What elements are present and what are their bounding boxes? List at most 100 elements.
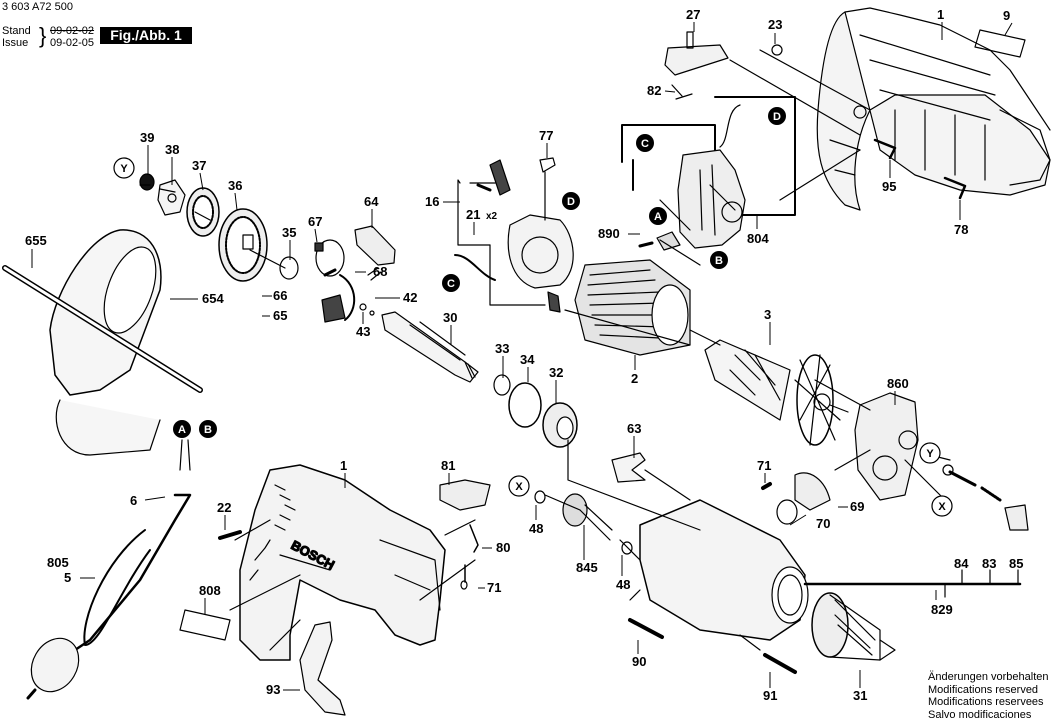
connector-b-cord: B bbox=[199, 420, 217, 438]
switching-ring-66 bbox=[314, 239, 345, 277]
gear-37 bbox=[186, 187, 220, 237]
gear-housing-front bbox=[639, 499, 809, 641]
connector-d-top: D bbox=[768, 107, 786, 125]
part-label: 36 bbox=[228, 178, 242, 193]
svg-text:C: C bbox=[641, 138, 649, 150]
ball-43 bbox=[359, 303, 367, 311]
part-label: 82 bbox=[647, 83, 661, 98]
part-label: 16 bbox=[425, 194, 439, 209]
drill-chuck-31 bbox=[811, 592, 896, 661]
housing-half-bottom bbox=[239, 464, 446, 661]
part-label: 63 bbox=[627, 421, 641, 436]
pin-71 bbox=[761, 482, 772, 490]
part-label: 35 bbox=[282, 225, 296, 240]
part-label: 95 bbox=[882, 179, 896, 194]
issue-label: Issue bbox=[2, 37, 29, 49]
brace-icon: } bbox=[39, 23, 47, 48]
part-label: 860 bbox=[887, 376, 909, 391]
gear-845 bbox=[562, 493, 613, 541]
connector-x-right bbox=[931, 495, 953, 517]
connector-x-left bbox=[508, 475, 530, 497]
housing-half-top bbox=[816, 7, 1051, 211]
part-label: 83 bbox=[982, 556, 996, 571]
modifications-notice: Änderungen vorbehalten Modifications res… bbox=[928, 671, 1048, 721]
connector-c-top: C bbox=[636, 134, 654, 152]
switch-804 bbox=[677, 104, 746, 249]
part-label: 890 bbox=[598, 226, 620, 241]
switch-lever-27 bbox=[664, 31, 729, 100]
part-label: 77 bbox=[539, 128, 553, 143]
spring-83 bbox=[980, 486, 1002, 502]
connector-y-top bbox=[113, 157, 135, 179]
part-label: 2 bbox=[631, 371, 638, 386]
part-label: 33 bbox=[495, 341, 509, 356]
label-plate-9 bbox=[974, 29, 1026, 58]
part-label: 65 bbox=[273, 308, 287, 323]
bracket-93 bbox=[299, 621, 346, 716]
gear-36 bbox=[218, 208, 268, 282]
part-label: 90 bbox=[632, 654, 646, 669]
connector-x-left-letter: X bbox=[515, 481, 523, 493]
notice-line: Änderungen vorbehalten bbox=[928, 671, 1049, 683]
part-label: 3 bbox=[764, 307, 771, 322]
connector-x-right-letter: X bbox=[938, 501, 946, 513]
part-label: 27 bbox=[686, 7, 700, 22]
part-label: 34 bbox=[520, 352, 535, 367]
cover-69 bbox=[794, 472, 831, 511]
part-label: 829 bbox=[931, 602, 953, 617]
part-label: 71 bbox=[757, 458, 771, 473]
stand-label: Stand bbox=[2, 25, 31, 37]
screw-90 bbox=[628, 618, 664, 639]
connector-a-cord: A bbox=[173, 420, 191, 438]
part-label: 71 bbox=[487, 580, 501, 595]
part-label: 39 bbox=[140, 130, 154, 145]
part-label: 78 bbox=[954, 222, 968, 237]
old-date: 09-02-02 bbox=[50, 25, 95, 37]
part-label: 70 bbox=[816, 516, 830, 531]
bearing-32 bbox=[542, 402, 578, 448]
hex-key-95 bbox=[873, 138, 897, 160]
button-85 bbox=[1004, 504, 1029, 531]
part-label: 80 bbox=[496, 540, 510, 555]
wire-c bbox=[454, 254, 496, 281]
part-label: 22 bbox=[217, 500, 231, 515]
hex-key-78 bbox=[943, 176, 967, 200]
svg-text:B: B bbox=[715, 255, 723, 267]
clip-63 bbox=[611, 452, 646, 483]
connector-y-top-letter: Y bbox=[120, 163, 128, 175]
auxiliary-handle-654 bbox=[49, 229, 162, 456]
brush-holder-16 bbox=[489, 157, 574, 313]
part-label: 845 bbox=[576, 560, 598, 575]
part-label: 808 bbox=[199, 583, 221, 598]
part-label: 655 bbox=[25, 233, 47, 248]
part-label: 31 bbox=[853, 688, 867, 703]
brush-plate-64 bbox=[354, 225, 396, 266]
connector-y-right-letter: Y bbox=[926, 448, 934, 460]
connector-a-top: A bbox=[649, 207, 667, 225]
part-label: 84 bbox=[954, 556, 969, 571]
retaining-ring-34 bbox=[508, 382, 542, 428]
o-ring-23 bbox=[771, 44, 783, 56]
spring-68 bbox=[367, 267, 382, 281]
svg-text:A: A bbox=[178, 424, 186, 436]
part-label: 69 bbox=[850, 499, 864, 514]
part-label: 43 bbox=[356, 324, 370, 339]
nut-38 bbox=[157, 179, 186, 216]
connector-c-mid: C bbox=[442, 274, 460, 292]
selector-65 bbox=[321, 274, 356, 323]
part-label: 5 bbox=[64, 570, 71, 585]
part-label: 30 bbox=[443, 310, 457, 325]
part-label: 85 bbox=[1009, 556, 1023, 571]
notice-line: Salvo modificaciones bbox=[928, 708, 1032, 721]
part-label: 32 bbox=[549, 365, 563, 380]
part-label: 23 bbox=[768, 17, 782, 32]
connector-d-mid: D bbox=[562, 192, 580, 210]
part-label: 48 bbox=[529, 521, 543, 536]
svg-text:D: D bbox=[773, 111, 781, 123]
svg-text:A: A bbox=[654, 211, 662, 223]
part-label: 93 bbox=[266, 682, 280, 697]
part-label: 804 bbox=[747, 231, 769, 246]
connector-b-top: B bbox=[710, 251, 728, 269]
part-label: 91 bbox=[763, 688, 777, 703]
